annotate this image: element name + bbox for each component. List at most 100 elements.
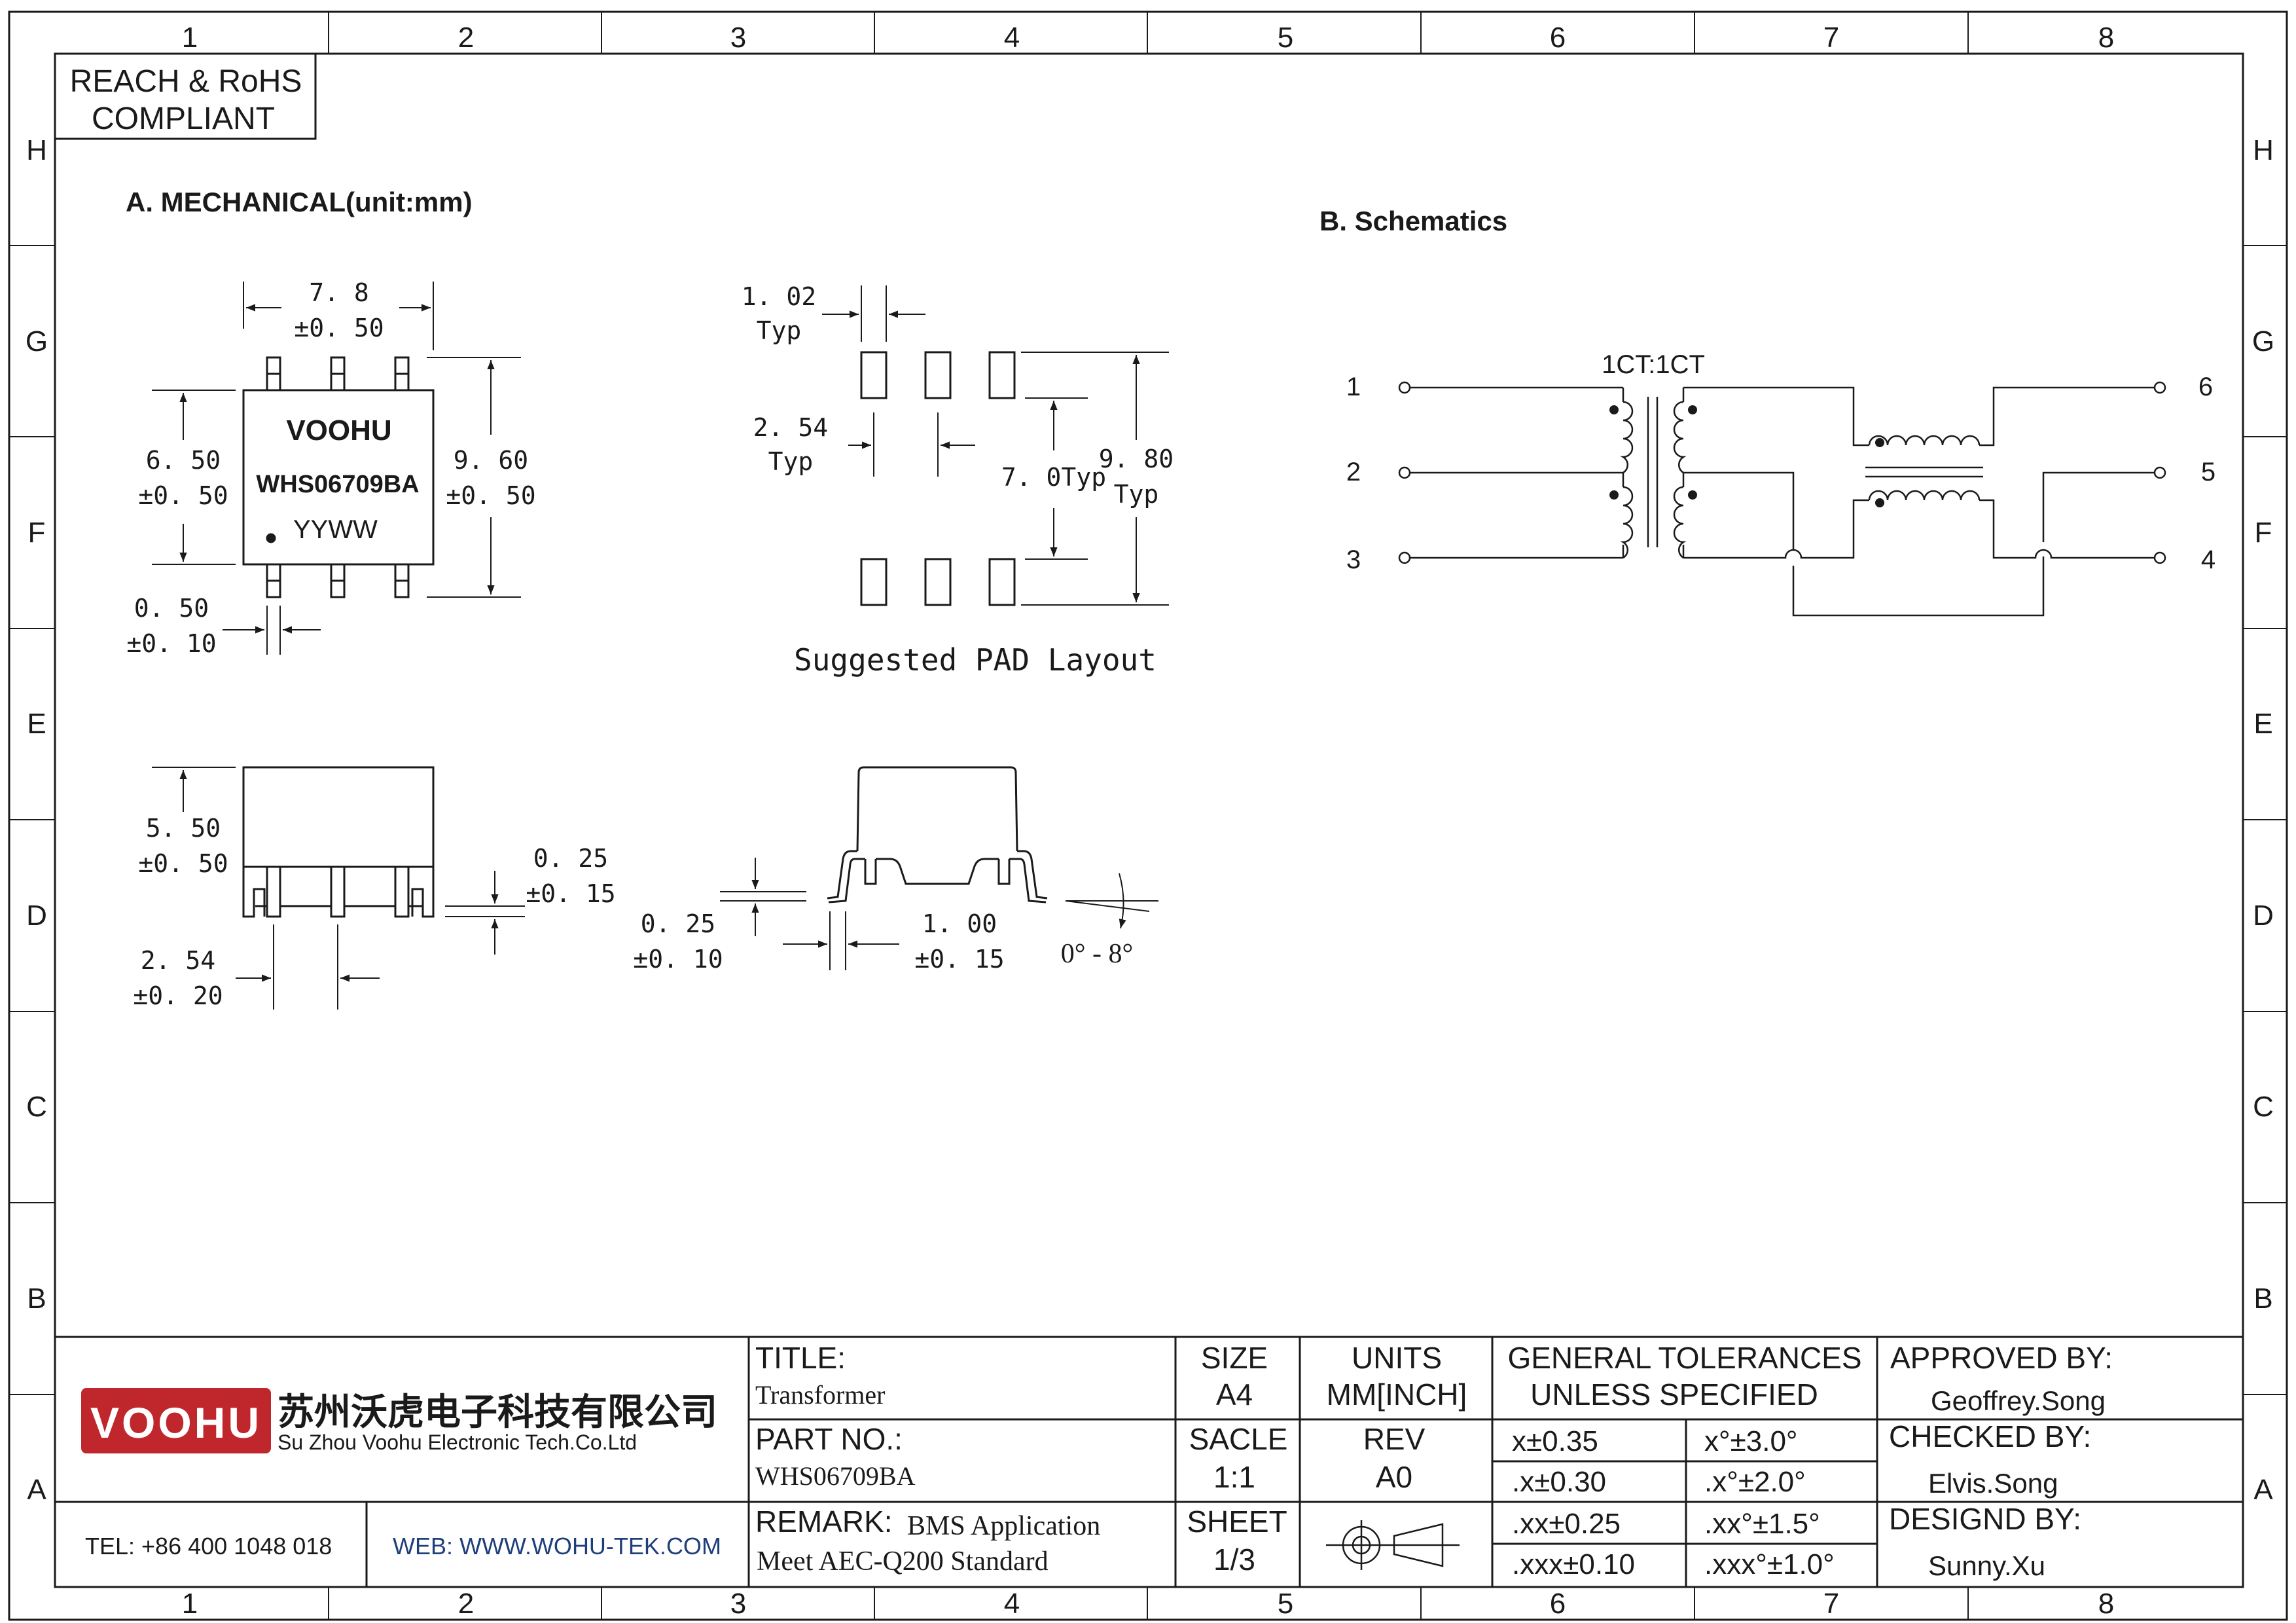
dim-lead-thick: 0. 25 — [641, 909, 715, 938]
dim-side-height-tol: ±0. 50 — [138, 849, 228, 878]
zone-col-7-bottom: 7 — [1823, 1588, 1839, 1620]
schematic-circuit — [1398, 381, 2166, 617]
tolerance-title-1: GENERAL TOLERANCES — [1507, 1341, 1861, 1375]
zone-row-d: D — [26, 900, 47, 932]
pin-1-label: 1 — [1346, 373, 1361, 401]
drawing-frame — [8, 10, 2288, 1621]
dim-standoff: 0. 25 — [533, 844, 608, 873]
dim-lead-width-tol: ±0. 10 — [126, 629, 216, 658]
dim-pitch-tol: ±0. 20 — [133, 981, 223, 1010]
zone-row-g: G — [26, 325, 48, 357]
compliance-box: REACH & RoHS COMPLIANT — [54, 52, 317, 140]
checked-value: Elvis.Song — [1928, 1468, 2058, 1499]
zone-col-3: 3 — [730, 22, 746, 54]
zone-col-6: 6 — [1550, 22, 1566, 54]
zone-row-d-right: D — [2253, 900, 2274, 932]
date-code-mark: YYWW — [293, 515, 378, 544]
rev-value: A0 — [1376, 1460, 1412, 1494]
zone-col-8-bottom: 8 — [2098, 1588, 2114, 1620]
dim-foot: 1. 00 — [922, 909, 997, 938]
compliance-line-2: COMPLIANT — [92, 101, 275, 136]
pad-pitch: 2. 54 — [753, 413, 828, 442]
title-block-grid — [55, 1336, 2243, 1587]
units-label: UNITS — [1352, 1341, 1442, 1375]
side-view — [242, 766, 435, 918]
pad-layout — [860, 351, 1016, 606]
title-value: Transformer — [755, 1380, 886, 1410]
company-web[interactable]: WEB: WWW.WOHU-TEK.COM — [393, 1533, 721, 1559]
company-name-en: Su Zhou Voohu Electronic Tech.Co.Ltd — [278, 1431, 637, 1454]
company-name-cn: 苏州沃虎电子科技有限公司 — [278, 1391, 717, 1432]
top-view — [242, 356, 435, 598]
part-no-label: PART NO.: — [755, 1422, 903, 1456]
top-view-dimensions — [152, 282, 521, 655]
compliance-line-1: REACH & RoHS — [70, 64, 302, 99]
zone-col-3-bottom: 3 — [730, 1588, 746, 1620]
tolerance-linear-3: .xxx±0.10 — [1512, 1548, 1635, 1580]
dim-side-height: 5. 50 — [146, 814, 221, 843]
scale-value: 1:1 — [1213, 1460, 1255, 1494]
pad-layout-dimensions — [822, 285, 1169, 606]
remark-line-2: Meet AEC-Q200 Standard — [757, 1546, 1049, 1577]
lead-profile-dimensions — [720, 858, 1158, 970]
zone-col-6-bottom: 6 — [1550, 1588, 1566, 1620]
pin-5-label: 5 — [2201, 458, 2215, 486]
schematic-title: B. Schematics — [1319, 206, 1507, 236]
projection-symbol-icon — [1326, 1520, 1460, 1570]
tolerance-linear-2: .xx±0.25 — [1512, 1508, 1621, 1540]
tolerance-title-2: UNLESS SPECIFIED — [1530, 1377, 1818, 1412]
zone-col-8: 8 — [2098, 22, 2114, 54]
sheet-label: SHEET — [1187, 1504, 1287, 1539]
schematic-polarity-dots — [1609, 405, 1884, 507]
pin-3-label: 3 — [1346, 545, 1361, 574]
pad-outer: 9. 80 — [1099, 445, 1174, 473]
zone-row-f: F — [28, 517, 46, 549]
remark-line-1: BMS Application — [907, 1511, 1100, 1541]
rev-label: REV — [1363, 1422, 1426, 1456]
title-label: TITLE: — [755, 1341, 846, 1375]
dim-overall-tol: ±0. 50 — [446, 481, 535, 510]
dim-angle: 0° - 8° — [1061, 939, 1134, 969]
pin-4-label: 4 — [2201, 545, 2215, 574]
dim-overall: 9. 60 — [454, 446, 528, 475]
tolerance-angular-1: .x°±2.0° — [1704, 1466, 1806, 1498]
dim-lead-width: 0. 50 — [134, 594, 209, 623]
company-logo: VOOHU — [81, 1388, 271, 1453]
zone-row-b-right: B — [2253, 1283, 2272, 1315]
pad-layout-caption: Suggested PAD Layout — [794, 642, 1157, 678]
size-label: SIZE — [1201, 1341, 1268, 1375]
zone-col-1-bottom: 1 — [182, 1588, 198, 1620]
dim-body-height: 6. 50 — [146, 446, 221, 475]
dim-standoff-tol: ±0. 15 — [526, 879, 615, 908]
zone-row-b: B — [27, 1283, 46, 1315]
zone-col-7: 7 — [1823, 22, 1839, 54]
size-value: A4 — [1216, 1377, 1253, 1412]
checked-label: CHECKED BY: — [1889, 1419, 2091, 1453]
dim-body-height-tol: ±0. 50 — [138, 481, 228, 510]
lead-profile-view — [827, 766, 1048, 903]
tolerance-angular-3: .xxx°±1.0° — [1704, 1548, 1835, 1580]
pad-width: 1. 02 — [742, 282, 816, 311]
zone-row-h: H — [26, 134, 47, 166]
zone-col-2-bottom: 2 — [458, 1588, 474, 1620]
zone-col-1: 1 — [182, 22, 198, 54]
zone-col-5: 5 — [1278, 22, 1293, 54]
remark-label: REMARK: — [755, 1504, 893, 1539]
zone-row-c-right: C — [2253, 1091, 2274, 1123]
pad-outer-note: Typ — [1114, 480, 1159, 509]
tolerance-angular-0: x°±3.0° — [1704, 1425, 1798, 1457]
zone-row-e-right: E — [2253, 708, 2272, 740]
pin-6-label: 6 — [2198, 373, 2213, 401]
approved-label: APPROVED BY: — [1890, 1341, 2113, 1375]
dim-lead-thick-tol: ±0. 10 — [633, 945, 723, 974]
zone-row-g-right: G — [2252, 325, 2274, 357]
part-no-value: WHS06709BA — [755, 1461, 916, 1491]
company-tel: TEL: +86 400 1048 018 — [85, 1533, 332, 1559]
tolerance-linear-0: x±0.35 — [1512, 1425, 1598, 1457]
zone-row-c: C — [26, 1091, 47, 1123]
pad-width-note: Typ — [757, 316, 802, 345]
dim-width: 7. 8 — [309, 278, 369, 307]
zone-row-h-right: H — [2253, 134, 2274, 166]
zone-row-e: E — [27, 708, 46, 740]
